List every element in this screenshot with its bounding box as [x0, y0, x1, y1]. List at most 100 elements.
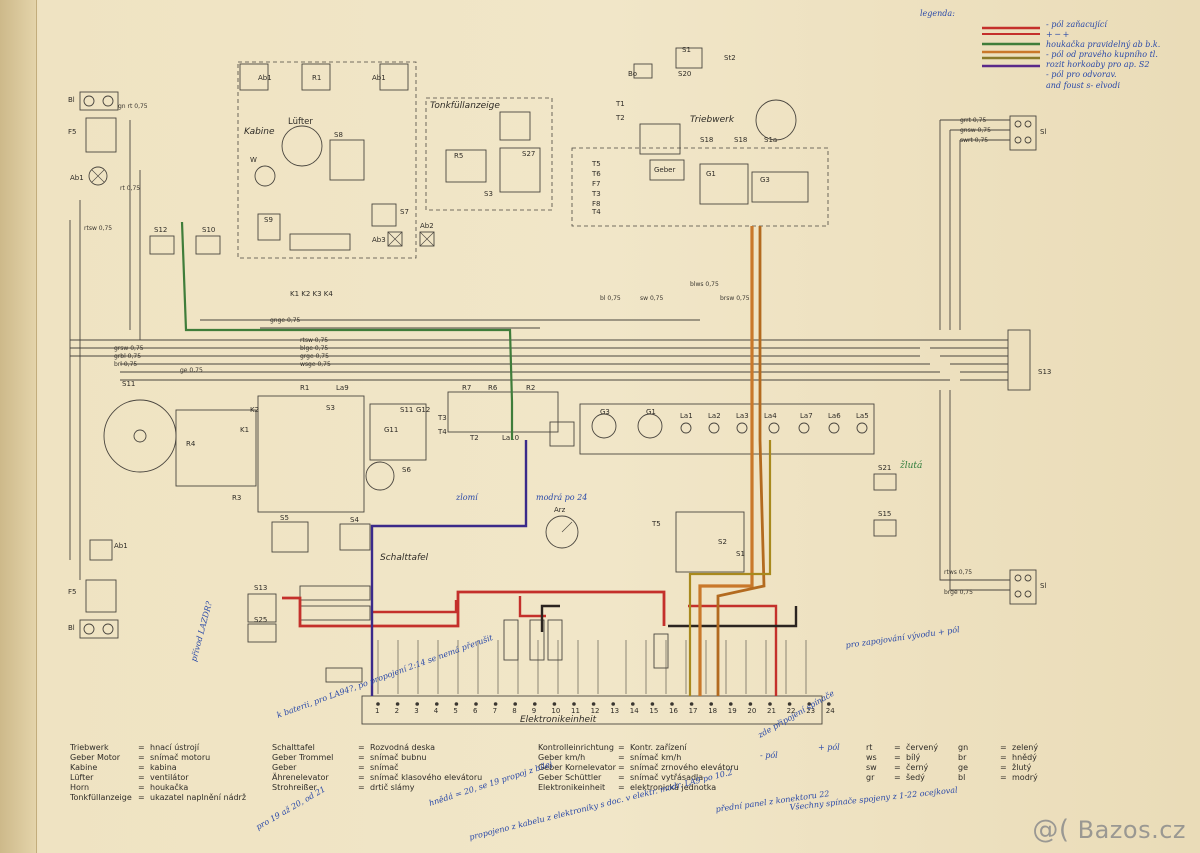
glossary-translation: houkačka: [150, 782, 188, 792]
engine-label: Triebwerk: [690, 115, 735, 125]
glossary-translation: ukazatel naplnění nádrž: [150, 793, 246, 802]
svg-text:Arz: Arz: [554, 506, 566, 514]
svg-text:S8: S8: [334, 131, 343, 139]
wire-label: grsw 0,75: [114, 345, 144, 352]
svg-text:Bl: Bl: [68, 624, 75, 632]
main-bus: [69, 120, 950, 580]
glossary-term: Geber Kornelevator: [538, 763, 617, 772]
note-brown: hnědá = 20, se 19 propoj z bílej: [428, 759, 554, 808]
svg-text:Bl: Bl: [68, 96, 75, 104]
wire-label: rtsw 0,75: [300, 337, 328, 344]
svg-text:S11: S11: [122, 380, 135, 388]
svg-text:Bo: Bo: [628, 70, 637, 78]
terminal-number-23: 23: [806, 707, 815, 715]
svg-text:K1 K2 K3 K4: K1 K2 K3 K4: [290, 290, 333, 298]
terminal-pin-2: [395, 702, 400, 706]
glossary-translation: šedý: [906, 772, 925, 782]
glossary-dash: =: [138, 763, 145, 772]
glossary-translation: ventilátor: [150, 773, 189, 782]
note-zlomi: zlomí: [455, 493, 479, 502]
glossary-dash: =: [618, 783, 625, 792]
svg-text:La7: La7: [800, 412, 813, 420]
paper-fold-edge: [0, 0, 37, 853]
svg-text:F7: F7: [592, 180, 600, 188]
glossary-term: Geber: [272, 763, 297, 772]
svg-text:T4: T4: [437, 428, 447, 436]
terminal-pin-12: [591, 702, 596, 706]
svg-text:S20: S20: [678, 70, 691, 78]
orange-wire: [698, 226, 754, 696]
svg-text:S3: S3: [484, 190, 493, 198]
svg-text:G1: G1: [706, 170, 716, 178]
red-wire-2: [372, 596, 546, 618]
cabin-label: Kabine: [244, 127, 275, 137]
svg-text:S3: S3: [326, 404, 335, 412]
glossary-dash: =: [1000, 743, 1007, 752]
wire-label: grrt 0,75: [960, 117, 986, 124]
wire-label: grge 0,75: [300, 353, 329, 360]
wire-label: gn rt 0,75: [118, 103, 148, 110]
svg-text:T6: T6: [591, 170, 601, 178]
glossary-dash: =: [138, 793, 145, 802]
speed-gauge: Arz: [545, 506, 579, 549]
svg-text:S4: S4: [350, 516, 359, 524]
glossary-translation: modrý: [1012, 773, 1038, 782]
green-wire: [180, 221, 514, 440]
svg-text:T3: T3: [591, 190, 601, 198]
svg-text:La2: La2: [708, 412, 721, 420]
glossary-term: Tonkfüllanzeige: [69, 793, 132, 802]
svg-text:S7: S7: [400, 208, 409, 216]
svg-text:La3: La3: [736, 412, 749, 420]
svg-text:G3: G3: [600, 408, 610, 416]
terminal-pin-11: [572, 702, 576, 706]
glossary-term: sw: [866, 763, 877, 772]
svg-text:G11: G11: [384, 426, 398, 434]
watermark-text: Bazos.cz: [1077, 816, 1186, 844]
terminal-number-20: 20: [747, 707, 756, 715]
glossary-term: br: [958, 753, 967, 762]
svg-text:T2: T2: [469, 434, 479, 442]
glossary-dash: =: [618, 753, 625, 762]
terminal-pin-24: [827, 702, 831, 706]
olive-wire: [688, 440, 772, 696]
svg-text:S10: S10: [202, 226, 215, 234]
terminal-number-8: 8: [512, 707, 516, 715]
legend: legenda: - pól zaňacující + ─ + houkačka…: [920, 9, 1160, 90]
svg-text:R3: R3: [232, 494, 241, 502]
glossary-term: Geber Schüttler: [538, 773, 602, 782]
terminal-number-1: 1: [375, 707, 379, 715]
glossary-translation: černý: [906, 762, 929, 772]
purple-wire: [370, 440, 528, 696]
glossary-dash: =: [358, 753, 365, 762]
svg-text:S1a: S1a: [764, 136, 777, 144]
svg-text:S18: S18: [734, 136, 747, 144]
wire-label: gnge 0,75: [270, 317, 301, 324]
terminal-number-5: 5: [453, 707, 457, 715]
wire-label: sw 0,75: [640, 295, 663, 302]
svg-text:S13: S13: [254, 584, 267, 592]
svg-text:S2: S2: [718, 538, 727, 546]
terminal-pin-8: [513, 702, 517, 706]
wire-label: bl 0,75: [600, 295, 621, 302]
glossary-translation: elektronická jednotka: [630, 783, 716, 792]
glossary-term: Elektronikeinheit: [538, 783, 605, 792]
glossary-translation: hnací ústrojí: [150, 743, 200, 752]
wire-label: rtws 0,75: [944, 569, 972, 576]
terminal-pin-18: [709, 702, 713, 706]
glossary-term: rt: [866, 743, 872, 752]
wire-label: wsge 0,75: [300, 361, 331, 368]
glossary-term: Ährenelevator: [272, 772, 329, 782]
svg-text:F8: F8: [592, 200, 600, 208]
terminal-number-7: 7: [493, 707, 497, 715]
terminal-pin-14: [631, 702, 635, 706]
svg-text:G3: G3: [760, 176, 770, 184]
note-battery: k baterii, pro LA94?, po propojení 2:14 …: [276, 633, 495, 720]
terminal-number-24: 24: [826, 707, 835, 715]
glossary-dash: =: [358, 763, 365, 772]
s13-s25-group: S13 S25: [247, 584, 371, 683]
wire-label: gnsw 0,75: [960, 127, 991, 134]
s10-s12-group: S12 S10: [149, 226, 221, 255]
